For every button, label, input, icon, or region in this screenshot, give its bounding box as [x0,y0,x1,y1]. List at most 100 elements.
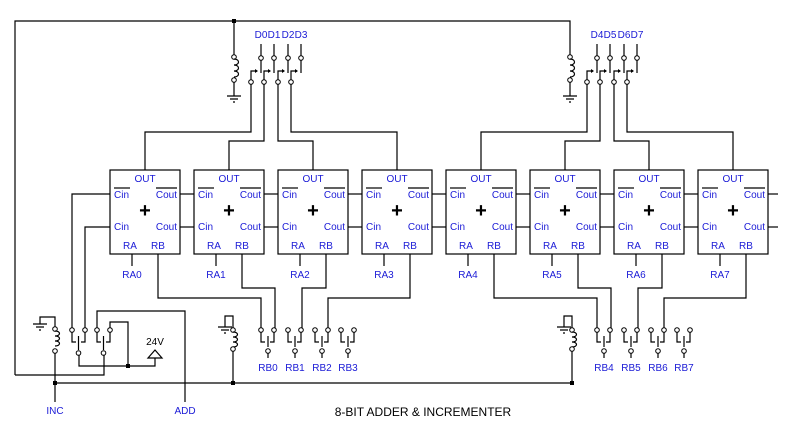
pin-rb: RB [151,241,165,252]
switch-contact-icon [287,332,302,343]
relay-coil-icon [233,58,240,78]
control-relay-group [33,316,164,383]
pin-cin: Cin [534,222,549,233]
pin-rb: RB [739,241,753,252]
pin-ra: RA [207,241,221,252]
data-out-wire [564,84,601,170]
terminal-icon [271,55,277,61]
adder-box [193,169,265,255]
rb-line-label: RB7 [674,363,694,374]
terminal-icon [569,346,575,352]
relay-coil-icon [569,58,576,78]
terminal-icon [607,327,613,333]
switch-contact-icon [71,332,86,343]
pin-rb: RB [235,241,249,252]
data-relay-group [563,40,640,103]
terminal-icon [681,348,687,354]
terminal-icon [351,327,357,333]
data-out-wire [290,84,398,170]
data-line-label: D7 [631,30,644,41]
relay-groups [33,21,693,383]
terminal-icon [594,327,600,333]
rb-wire [157,254,262,328]
adder-box [277,169,349,255]
supply-arrow-icon [146,349,164,359]
ra-label: RA7 [710,270,730,281]
switch-contact-icon [650,332,665,343]
terminal-icon [298,327,304,333]
rb-wire [301,254,327,328]
rb-wire [241,254,276,328]
pin-out: OUT [554,174,575,185]
terminal-icon [607,55,613,61]
pin-cin-bar: Cin [450,190,465,201]
rb-wire [577,254,612,328]
coil-wire [39,316,56,327]
adder-box [109,169,181,255]
inc-label: INC [46,406,63,417]
data-line-label: D5 [604,30,617,41]
pin-ra: RA [375,241,389,252]
data-line-label: D0 [255,30,268,41]
terminal-icon [601,348,607,354]
switch-contact-icon [277,70,284,80]
terminal-icon [285,55,291,61]
pin-cout-bar: Cout [324,190,345,201]
pin-cout-bar: Cout [240,190,261,201]
terminal-icon [611,79,617,85]
terminal-icon [621,327,627,333]
rb-line-label: RB5 [621,363,641,374]
adder-plus-symbol: + [391,200,403,222]
terminal-icon [52,348,58,354]
pin-rb: RB [403,241,417,252]
terminal-icon [100,350,107,356]
pin-cin-bar: Cin [618,190,633,201]
pin-out: OUT [218,174,239,185]
pin-cout: Cout [660,222,681,233]
adder-box [697,169,769,255]
relay-coil-icon [232,331,239,348]
pin-cin: Cin [114,222,129,233]
data-out-wire [480,84,588,170]
switch-contact-icon [599,70,606,80]
rb-wire [493,254,598,328]
pin-cin: Cin [198,222,213,233]
pin-rb: RB [571,241,585,252]
terminal-icon [338,327,344,333]
pin-cout: Cout [240,222,261,233]
ra-label: RA4 [458,270,478,281]
pin-cout: Cout [492,222,513,233]
terminal-icon [271,327,277,333]
pin-cin-bar: Cin [534,190,549,201]
switch-contact-icon [626,70,633,80]
pin-cout: Cout [576,222,597,233]
data-out-wire [277,84,314,170]
data-line-label: D2 [282,30,295,41]
pin-cout: Cout [324,222,345,233]
ra-label: RA2 [290,270,310,281]
pin-cout-bar: Cout [156,190,177,201]
terminal-icon [298,55,304,61]
pin-out: OUT [386,174,407,185]
junction-dot-icon [126,364,130,368]
data-line-label: D4 [591,30,604,41]
adder-box [445,169,517,255]
terminal-icon [231,77,237,83]
ra-label: RA6 [626,270,646,281]
rb-wire [663,254,747,328]
terminal-icon [82,327,88,333]
pin-cout-bar: Cout [660,190,681,201]
rb-wire [327,254,411,328]
rb-relay-group [218,315,357,383]
pin-ra: RA [543,241,557,252]
data-relay-group [227,21,304,103]
coil-wire [224,315,234,328]
pin-cout: Cout [408,222,429,233]
ground-icon [33,323,47,331]
switch-contact-icon [260,332,275,343]
terminal-icon [567,77,573,83]
rb-line-label: RB2 [312,363,332,374]
